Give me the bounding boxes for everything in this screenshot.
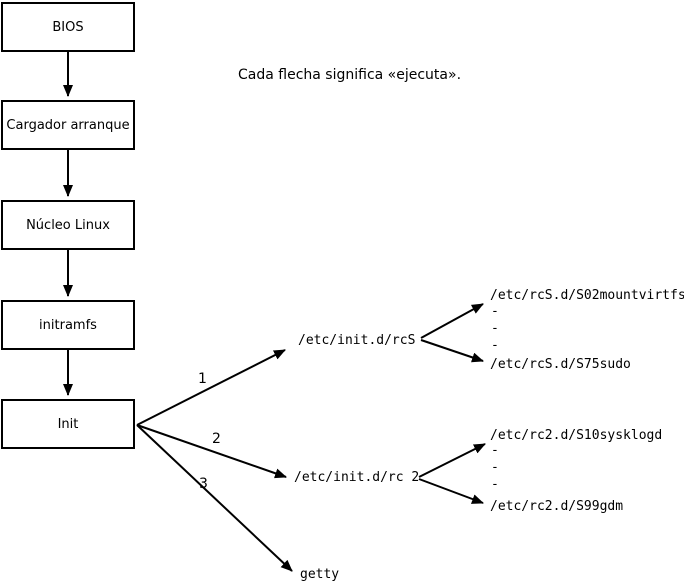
box-init-label: Init xyxy=(57,416,79,432)
rc2-ellipsis-dash-3: - xyxy=(491,477,499,492)
box-init: Init xyxy=(1,399,135,449)
box-initramfs-label: initramfs xyxy=(39,317,97,333)
rc2-ellipsis-dash-1: - xyxy=(491,443,499,458)
label-etc-init-d-rcS: /etc/init.d/rcS xyxy=(298,333,416,348)
arrow-init-to-rc2 xyxy=(136,424,287,479)
rcS-ellipsis-dash-2: - xyxy=(491,321,499,336)
legend-note: Cada flecha significa «ejecuta». xyxy=(238,67,462,83)
arrow-number-3: 3 xyxy=(199,476,208,492)
label-etc-init-d-rc2: /etc/init.d/rc 2 xyxy=(294,470,420,485)
box-nucleo-linux-label: Núcleo Linux xyxy=(26,217,110,233)
arrow-rcS-to-s75 xyxy=(420,339,484,363)
box-bios: BIOS xyxy=(1,2,135,52)
arrow-rc2-to-s99 xyxy=(418,478,484,504)
arrow-number-2: 2 xyxy=(212,431,221,447)
label-rcS-last-script: /etc/rcS.d/S75sudo xyxy=(490,357,631,372)
label-getty: getty xyxy=(300,567,340,582)
label-rc2-last-script: /etc/rc2.d/S99gdm xyxy=(490,499,624,514)
rcS-ellipsis-dash-3: - xyxy=(491,338,499,353)
arrow-rc2-to-s10 xyxy=(418,443,486,478)
rcS-ellipsis-dash-1: - xyxy=(491,304,499,319)
box-nucleo-linux: Núcleo Linux xyxy=(1,200,135,250)
arrow-number-1: 1 xyxy=(198,371,207,387)
arrow-init-to-rcS xyxy=(136,349,286,426)
box-cargador-arranque: Cargador arranque xyxy=(1,100,135,150)
arrow-init-to-getty xyxy=(136,424,293,572)
label-rcS-first-script: /etc/rcS.d/S02mountvirtfs xyxy=(490,288,684,303)
box-initramfs: initramfs xyxy=(1,300,135,350)
arrow-rcS-to-s02 xyxy=(420,303,484,339)
box-cargador-arranque-label: Cargador arranque xyxy=(6,117,130,133)
label-rc2-first-script: /etc/rc2.d/S10sysklogd xyxy=(490,428,663,443)
rc2-ellipsis-dash-2: - xyxy=(491,460,499,475)
box-bios-label: BIOS xyxy=(52,19,84,35)
